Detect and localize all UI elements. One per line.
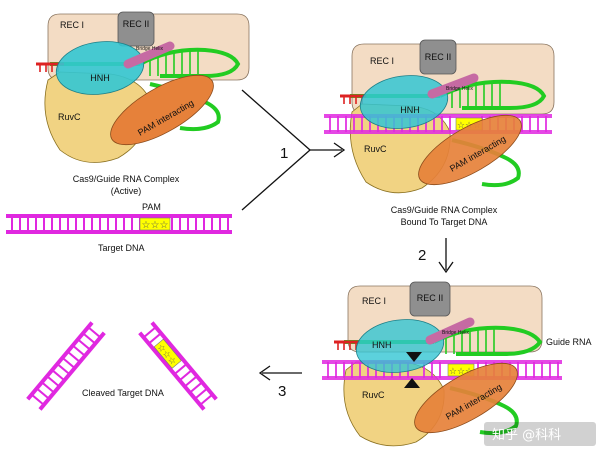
pam-interacting-domain: [414, 362, 518, 434]
watermark: 知乎 @科科: [492, 427, 561, 443]
stage1-caption-line2: (Active): [111, 186, 142, 196]
guide-rna-rungs: [149, 50, 199, 76]
stage1-caption-line1: Cas9/Guide RNA Complex: [73, 174, 180, 184]
guide-5prime-end: [340, 94, 366, 104]
rec1-label: REC I: [362, 296, 386, 306]
hnh-cut-marker-icon: [406, 352, 422, 362]
step1-arrow: [241, 89, 346, 211]
pam-interacting-domain: [110, 74, 214, 146]
guide-rna-rungs: [445, 328, 495, 354]
rec1-label: REC I: [370, 56, 394, 66]
ruvc-label: RuvC: [58, 112, 81, 122]
cleaved-dna-right: ☆☆☆: [138, 321, 218, 411]
rec2-domain: [117, 11, 155, 47]
hnh-domain: [355, 319, 445, 373]
step2-arrow: [438, 238, 454, 274]
rec1-label: REC I: [60, 20, 84, 30]
step3-arrow: [258, 365, 302, 381]
stage3-complex: ☆☆☆ REC I REC II HNH Bridge Helix RuvC P…: [322, 281, 592, 447]
stage2-caption-line2: Bound To Target DNA: [401, 217, 488, 227]
target-dna: ☆☆☆ PAM Target DNA: [6, 202, 232, 253]
bridge-helix: [427, 73, 479, 99]
step2-number: 2: [418, 247, 426, 264]
pam-site: [153, 338, 182, 369]
bridge-helix-label: Bridge Helix: [442, 330, 469, 336]
bridge-helix-label: Bridge Helix: [446, 86, 473, 92]
rec2-label: REC II: [123, 19, 150, 29]
rec2-domain: [409, 281, 451, 317]
target-dna-rungs: [11, 216, 229, 232]
hnh-label: HNH: [90, 73, 110, 83]
rec2-label: REC II: [417, 293, 444, 303]
guide-rna-label: Guide RNA: [546, 337, 592, 347]
pam-star-icon: ☆☆☆: [449, 366, 473, 376]
target-dna-label: Target DNA: [98, 243, 145, 253]
cleaved-dna-left: [26, 321, 106, 411]
guide-5prime-end: [334, 340, 360, 350]
stage2-complex: ☆☆☆ REC I REC II HNH Bridge Helix RuvC P…: [324, 39, 555, 227]
stage2-caption-line1: Cas9/Guide RNA Complex: [391, 205, 498, 215]
stage1-complex: REC I REC II HNH Bridge Helix RuvC PAM i…: [36, 11, 250, 196]
rec2-domain: [419, 39, 457, 75]
pam-star-icon: ☆☆☆: [457, 120, 481, 130]
pam-star-icon: ☆☆☆: [142, 220, 169, 231]
guide-rna-rungs: [451, 82, 501, 108]
ruvc-label: RuvC: [362, 390, 385, 400]
hnh-label: HNH: [400, 105, 420, 115]
hnh-domain: [359, 75, 449, 129]
step1-number: 1: [280, 145, 288, 162]
watermark-backdrop: [484, 422, 596, 446]
step3-number: 3: [278, 383, 286, 400]
hnh-label: HNH: [372, 340, 392, 350]
rec2-label: REC II: [425, 52, 452, 62]
pam-site: [139, 217, 171, 231]
ruvc-cut-marker-icon: [404, 378, 420, 388]
pam-interacting-domain: [418, 114, 522, 186]
cleaved-dna-label: Cleaved Target DNA: [82, 388, 164, 398]
bridge-helix: [123, 41, 175, 69]
pam-label: PAM: [142, 202, 161, 212]
bridge-helix: [425, 317, 475, 345]
bridge-helix-label: Bridge Helix: [136, 46, 163, 52]
ruvc-label: RuvC: [364, 144, 387, 154]
